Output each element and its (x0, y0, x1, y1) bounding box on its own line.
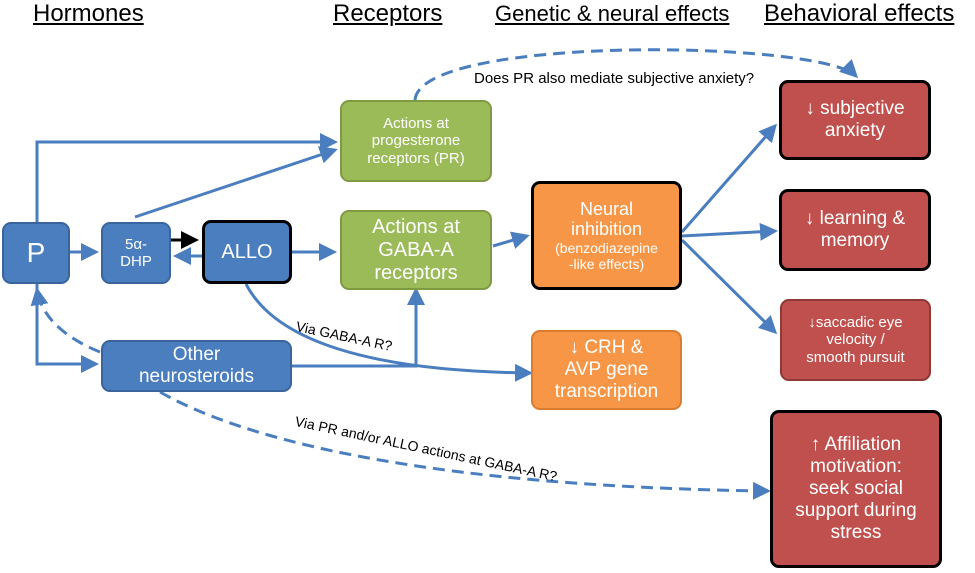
box-5a-dhp: 5α- DHP (101, 222, 171, 284)
box-pr-line3: receptors (PR) (367, 149, 465, 167)
arrow-p-to-pr (35, 133, 338, 222)
box-gaba-line1: Actions at (372, 215, 460, 238)
arrow-dhp-to-pr (134, 146, 338, 219)
box-neural-line1: Neural (579, 198, 634, 219)
box-saccadic-line3: smooth pursuit (806, 348, 905, 366)
box-saccadic-eye: ↓saccadic eye velocity / smooth pursuit (780, 299, 931, 381)
box-5a-dhp-line1: 5α- (124, 235, 147, 253)
arrow-other-to-affiliation-dashed (159, 390, 771, 500)
box-crh-line1: ↓ CRH & (569, 337, 644, 359)
box-saccadic-line1: ↓saccadic eye (808, 314, 903, 332)
box-learning-memory: ↓ learning & memory (779, 189, 931, 271)
arrow-other-to-p-dashed (30, 287, 101, 354)
box-saccadic-line2: velocity / (826, 331, 885, 349)
box-pr-line1: Actions at (383, 115, 449, 133)
header-receptors: Receptors (333, 0, 443, 27)
box-subjective-anxiety: ↓ subjective anxiety (779, 80, 931, 160)
box-affiliation-line5: stress (830, 521, 882, 543)
arrow-neural-to-learning (681, 222, 778, 241)
box-5a-dhp-line2: DHP (120, 253, 152, 270)
box-gaba-line3: receptors (374, 261, 458, 284)
box-learning-line1: ↓ learning & (804, 208, 906, 230)
box-neural-inhibition: Neural inhibition (benzodiazepine -like … (531, 181, 682, 290)
box-neural-line4: -like effects) (568, 256, 645, 273)
arrow-neural-to-anxiety (680, 123, 777, 233)
arrow-gaba-to-neural (492, 231, 530, 249)
box-crh-avp: ↓ CRH & AVP gene transcription (531, 330, 682, 410)
box-other-line2: neurosteroids (138, 366, 255, 387)
arrow-neural-to-saccadic (680, 238, 778, 335)
box-other-neurosteroids: Other neurosteroids (101, 340, 292, 392)
box-p-label: P (26, 236, 46, 268)
box-anxiety-line2: anxiety (824, 120, 886, 141)
header-behavioral: Behavioral effects (764, 0, 955, 27)
box-other-line1: Other (172, 344, 221, 366)
box-crh-line3: transcription (554, 380, 659, 402)
box-affiliation-line1: ↑ Affiliation (810, 434, 902, 456)
header-genetic-neural: Genetic & neural effects (495, 1, 730, 26)
box-gaba-line2: GABA-A (378, 238, 454, 261)
box-neural-line2: inhibition (570, 219, 643, 240)
box-allo-label: ALLO (221, 240, 273, 263)
header-hormones: Hormones (33, 0, 144, 27)
box-affiliation-line4: support during (795, 499, 917, 521)
box-pr-line2: progesterone (371, 132, 461, 150)
arrow-p-to-other (35, 284, 99, 373)
box-allo: ALLO (202, 220, 292, 284)
label-pr-anxiety-question: Does PR also mediate subjective anxiety? (474, 70, 755, 87)
box-progesterone-receptors: Actions at progesterone receptors (PR) (340, 100, 492, 182)
box-gaba-a-receptors: Actions at GABA-A receptors (340, 210, 492, 290)
box-affiliation-line3: seek social (809, 478, 903, 500)
box-neural-line3: (benzodiazepine (555, 240, 658, 257)
box-affiliation-motivation: ↑ Affiliation motivation: seek social su… (770, 410, 942, 568)
box-learning-line2: memory (820, 230, 890, 251)
box-p: P (2, 222, 70, 284)
box-crh-line2: AVP gene (564, 359, 649, 381)
arrow-allo-to-crh (244, 283, 533, 382)
box-anxiety-line1: ↓ subjective (805, 98, 905, 120)
arrow-pr-to-anxiety-dashed (413, 48, 859, 101)
box-affiliation-line2: motivation: (810, 456, 902, 478)
